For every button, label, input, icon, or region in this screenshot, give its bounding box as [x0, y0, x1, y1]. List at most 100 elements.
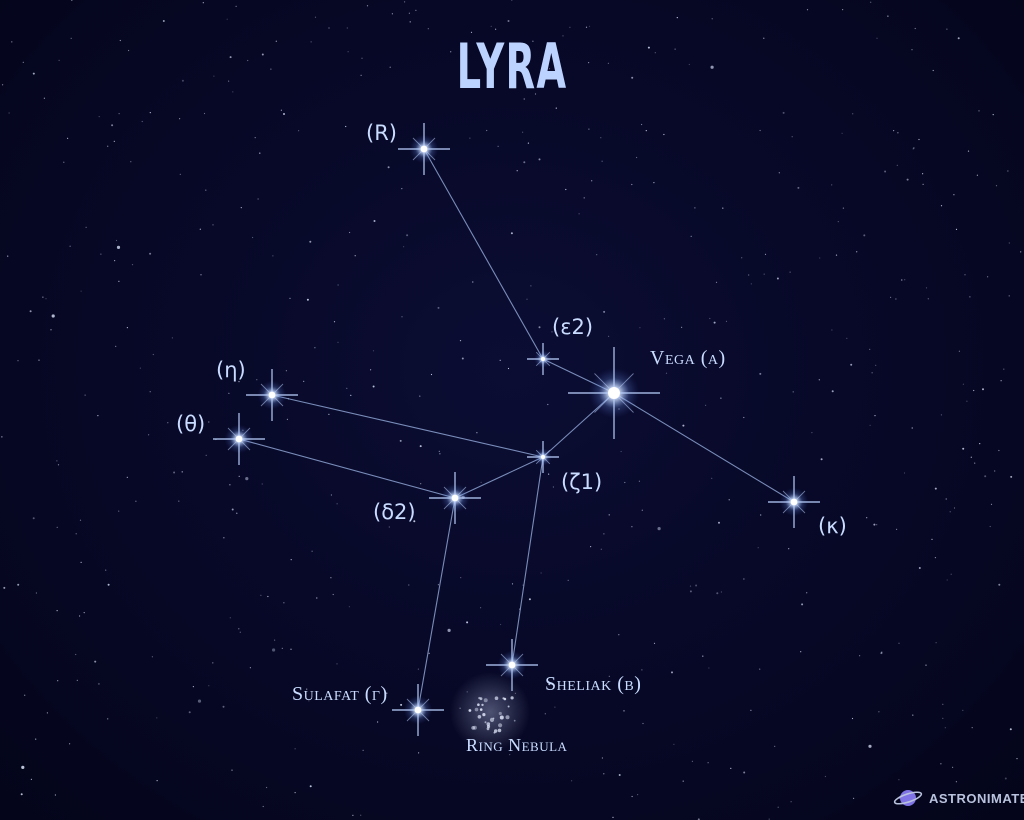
background-star — [266, 786, 268, 789]
background-star — [944, 727, 946, 729]
background-star — [149, 391, 151, 393]
star-label-eta: (η) — [216, 358, 246, 382]
background-star — [290, 648, 292, 650]
background-star — [538, 158, 541, 161]
background-star — [688, 63, 690, 66]
background-star — [591, 180, 593, 182]
background-star — [257, 198, 259, 200]
background-star — [24, 694, 26, 696]
background-star — [918, 138, 920, 141]
background-star — [240, 207, 242, 209]
background-star — [212, 662, 214, 664]
background-star — [249, 667, 251, 669]
background-star — [32, 517, 35, 520]
background-star — [56, 610, 58, 612]
background-star — [126, 476, 128, 478]
background-star — [979, 443, 981, 445]
background-star — [213, 75, 215, 77]
background-star — [408, 12, 410, 14]
background-star — [197, 699, 202, 703]
background-star — [179, 118, 181, 120]
background-star — [156, 780, 158, 782]
background-star — [763, 37, 765, 39]
background-star — [232, 91, 234, 93]
background-star — [528, 598, 531, 601]
background-star — [17, 583, 20, 586]
background-star — [663, 133, 665, 136]
background-star — [336, 663, 338, 665]
nebula-star — [477, 715, 482, 719]
background-star — [607, 62, 610, 64]
star-label-theta: (θ) — [176, 412, 206, 436]
background-star — [946, 28, 948, 30]
background-star — [409, 21, 411, 23]
background-star — [373, 220, 376, 222]
background-star — [904, 279, 906, 281]
background-star — [618, 634, 620, 636]
background-star — [97, 682, 100, 685]
background-star — [79, 615, 81, 617]
background-star — [866, 517, 868, 519]
background-star — [603, 773, 605, 775]
background-star — [588, 62, 590, 64]
background-star — [608, 514, 610, 516]
constellation-line — [238, 438, 456, 499]
background-star — [470, 31, 473, 33]
background-star — [386, 692, 388, 694]
background-star — [428, 652, 430, 654]
background-star — [567, 579, 569, 582]
background-star — [791, 136, 793, 138]
nebula-star — [494, 696, 499, 700]
background-star — [316, 597, 318, 599]
background-star — [480, 481, 482, 483]
background-star — [306, 298, 309, 301]
background-star — [259, 152, 261, 154]
background-star — [966, 400, 968, 402]
background-star — [842, 9, 844, 11]
star-delta2 — [429, 472, 481, 524]
background-star — [873, 523, 876, 526]
background-star — [399, 439, 402, 442]
background-star — [523, 98, 525, 100]
background-star — [603, 533, 605, 535]
background-star — [347, 51, 349, 53]
background-star — [673, 743, 675, 746]
background-star — [107, 718, 109, 720]
background-star — [691, 760, 694, 762]
background-star — [262, 805, 264, 808]
background-star — [957, 37, 960, 40]
background-star — [308, 700, 310, 702]
background-star — [330, 577, 332, 579]
background-star — [345, 125, 347, 128]
background-star — [247, 59, 249, 62]
constellation-lines — [238, 148, 795, 711]
background-star — [427, 28, 429, 30]
background-star — [710, 65, 714, 69]
background-star — [759, 129, 761, 132]
background-star — [940, 763, 942, 765]
background-star — [94, 660, 97, 663]
background-star — [507, 367, 510, 370]
background-star — [763, 273, 765, 275]
background-star — [641, 509, 643, 511]
nebula-star — [498, 723, 503, 728]
background-star — [309, 785, 312, 788]
background-star — [871, 372, 873, 374]
background-star — [388, 526, 390, 528]
background-star — [228, 392, 230, 394]
background-star — [346, 27, 348, 29]
background-star — [303, 380, 305, 382]
background-star — [911, 427, 913, 429]
background-star — [869, 348, 871, 350]
background-star — [330, 494, 332, 496]
background-star — [792, 391, 794, 393]
background-star — [912, 714, 914, 716]
brand-logo: ASTRONIMATE — [893, 786, 1024, 810]
background-star — [43, 97, 46, 99]
background-star — [417, 668, 419, 670]
background-star — [759, 372, 762, 375]
background-star — [298, 130, 300, 132]
background-star — [438, 450, 440, 452]
background-star — [906, 178, 909, 181]
